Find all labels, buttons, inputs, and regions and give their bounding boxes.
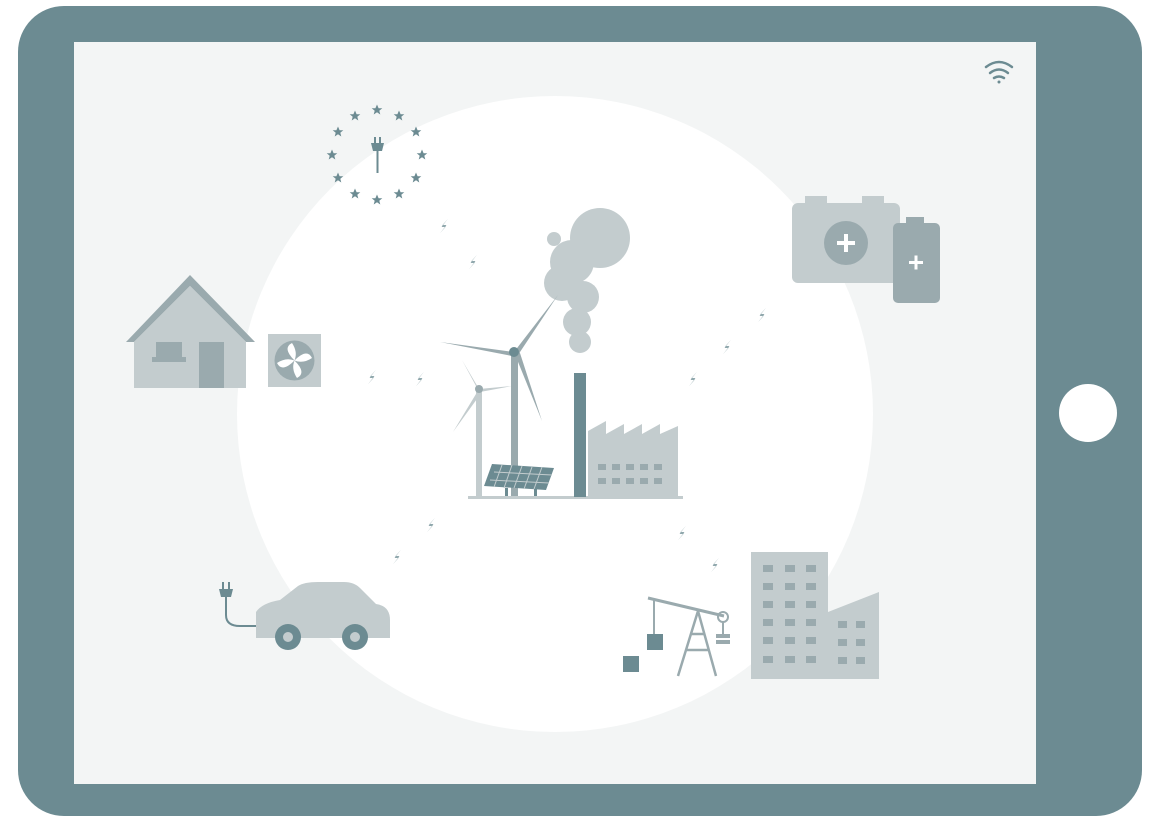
- electric-car-icon: [219, 582, 390, 650]
- house-with-heat-pump-icon: [126, 275, 321, 388]
- pump-jack-icon: [623, 596, 730, 677]
- smoke-cloud: [544, 208, 630, 353]
- wifi-icon: [984, 60, 1014, 84]
- solar-panel-icon: [484, 464, 554, 498]
- ground-line: [468, 496, 683, 499]
- home-button[interactable]: [1059, 384, 1117, 442]
- office-building-icon: [751, 552, 879, 679]
- eu-power-icon: [326, 104, 428, 205]
- backdrop-circle: [237, 96, 873, 732]
- wind-turbine-large: [440, 295, 558, 498]
- wind-turbine-small: [453, 360, 512, 497]
- battery-icon: [792, 196, 940, 303]
- fan-icon: [268, 334, 321, 387]
- power-generation-cluster: [440, 208, 683, 499]
- industry-and-city-icon: [623, 552, 879, 679]
- charging-cable: [219, 582, 258, 627]
- plug-icon: [371, 137, 384, 173]
- factory-icon: [574, 373, 678, 497]
